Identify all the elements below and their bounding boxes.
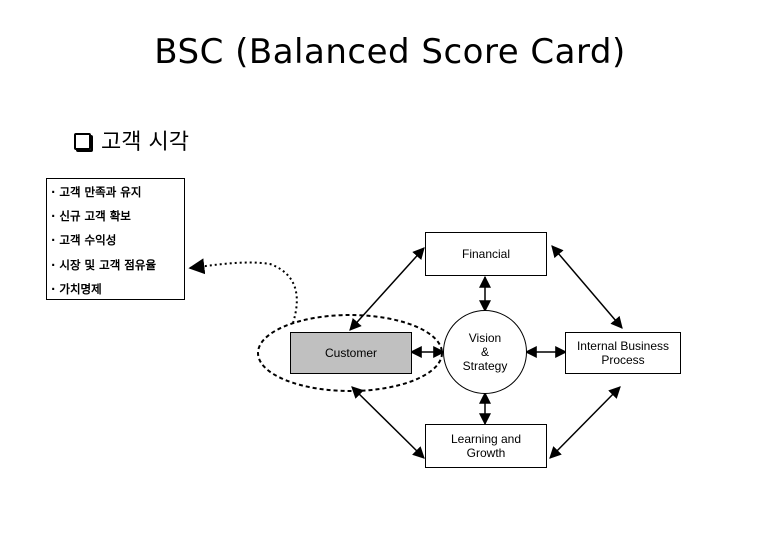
internal-label-1: Internal Business (576, 339, 670, 353)
arrow-customer-learning (351, 386, 425, 459)
customer-box: Customer (290, 332, 412, 374)
section-heading: 고객 시각 (74, 124, 189, 156)
vision-strategy-circle: Vision & Strategy (443, 310, 527, 394)
arrow-financial-internal (551, 245, 623, 329)
internal-label-2: Process (601, 353, 645, 367)
financial-label: Financial (461, 247, 511, 261)
learning-label-2: Growth (466, 446, 506, 460)
customer-highlight-ellipse (257, 314, 443, 392)
list-item: 시장 및 고객 점유율 (51, 257, 156, 273)
list-item: 신규 고객 확보 (51, 208, 131, 224)
slide-title: BSC (Balanced Score Card) (154, 32, 626, 72)
arrow-financial-customer (349, 247, 425, 331)
customer-label: Customer (324, 346, 377, 360)
list-item: 가치명제 (51, 281, 101, 297)
section-heading-text: 고객 시각 (101, 130, 189, 155)
customer-perspective-list: 고객 만족과 유지 신규 고객 확보 고객 수익성 시장 및 고객 점유율 가치… (46, 178, 185, 300)
dotted-link-curve (188, 258, 298, 324)
learning-growth-box: Learning and Growth (425, 424, 547, 468)
list-item: 고객 만족과 유지 (51, 184, 141, 200)
checkbox-bullet-icon (74, 132, 91, 150)
financial-box: Financial (425, 232, 547, 276)
list-item: 고객 수익성 (51, 232, 116, 248)
internal-business-box: Internal Business Process (565, 332, 681, 374)
vision-label-3: Strategy (462, 359, 508, 373)
vision-label-2: & (480, 345, 489, 359)
learning-label-1: Learning and (450, 432, 522, 446)
vision-label-1: Vision (468, 331, 502, 345)
arrow-internal-learning (549, 386, 621, 459)
